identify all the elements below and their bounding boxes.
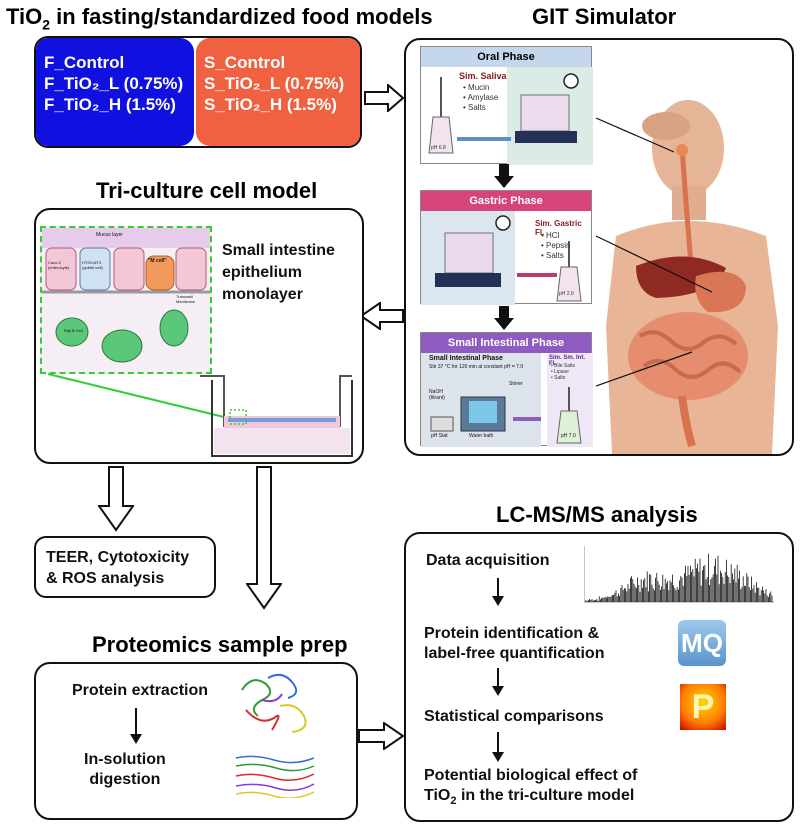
intestinal-ph-label: pH 7.0 xyxy=(561,433,576,439)
assays-text: TEER, Cytotoxicity & ROS analysis xyxy=(46,549,190,587)
gastric-phase-header: Gastric Phase xyxy=(421,191,591,211)
lcms-title: LC-MS/MS analysis xyxy=(496,502,698,527)
arrow-proteomics-to-lcms xyxy=(358,722,404,750)
intestinal-fluid-label: Sim. Sm. Int. Fl. xyxy=(549,355,586,367)
human-digestive-tract-illustration xyxy=(596,100,778,454)
arrow-lcms-2 xyxy=(492,668,504,696)
data-acquisition-step: Data acquisition xyxy=(426,552,550,569)
cell-model-illustration xyxy=(42,228,210,363)
stirrer-label: Stirrer xyxy=(509,381,523,387)
arrow-gastric-to-intestinal xyxy=(494,306,514,330)
proteomics-panel xyxy=(34,662,358,820)
intestinal-stir-note: Stir 37 °C for 120 min at constant pH = … xyxy=(429,364,524,370)
ph-stat-label: pH Stat xyxy=(431,433,448,439)
naoh-label: NaOH (titrant) xyxy=(429,389,445,401)
arrow-food-to-git xyxy=(364,84,404,112)
intestinal-phase-header: Small Intestinal Phase xyxy=(421,333,591,353)
git-simulator-title: GIT Simulator xyxy=(532,4,677,29)
intestinal-phase: Small Intestinal Phase Small Intestinal … xyxy=(420,332,593,447)
fasting-tio2-high: F_TiO₂_H (1.5%) xyxy=(44,95,176,114)
triculture-title: Tri-culture cell model xyxy=(96,178,318,203)
standardized-tio2-high: S_TiO₂_H (1.5%) xyxy=(204,95,337,114)
arrow-git-to-triculture xyxy=(360,302,404,330)
fasting-models-panel: F_Control F_TiO₂_L (0.75%) F_TiO₂_H (1.5… xyxy=(36,38,194,146)
maxquant-logo: MQ xyxy=(678,620,726,666)
transwell-label: Transwell Membrane xyxy=(176,294,196,304)
protein-extraction-step: Protein extraction xyxy=(72,682,209,699)
food-models-box: F_Control F_TiO₂_L (0.75%) F_TiO₂_H (1.5… xyxy=(34,36,362,148)
gastric-fluid-label: Sim. Gastric Fl. xyxy=(535,219,582,237)
arrow-lcms-3 xyxy=(492,732,504,762)
oral-fluid-label: Sim. Saliva xyxy=(459,71,507,81)
biological-effect-step: Potential biological effect of TiO2 in t… xyxy=(424,767,638,808)
oral-phase-illustration: pH 6.8 xyxy=(428,67,593,165)
water-bath-label: Water bath xyxy=(469,433,494,439)
gastric-ph-label: pH 2.0 xyxy=(559,291,574,297)
arrow-lcms-1 xyxy=(492,578,504,606)
mass-spectrum-icon xyxy=(584,546,774,603)
arrow-triculture-to-proteomics xyxy=(246,466,282,610)
oral-fluid-items: • Mucin• Amylase• Salts xyxy=(463,83,499,112)
standardized-control: S_Control xyxy=(204,53,286,72)
oral-ph-label: pH 6.8 xyxy=(431,145,446,151)
ht29-label: HT29-MTX (goblet cell) xyxy=(82,260,103,270)
mucus-layer-label: Mucus layer xyxy=(96,232,123,238)
fasting-tio2-low: F_TiO₂_L (0.75%) xyxy=(44,74,184,93)
transwell-insert xyxy=(47,373,353,457)
protein-structure-icon xyxy=(241,673,307,733)
m-cell-label: "M cell" xyxy=(148,258,167,264)
perseus-logo: P xyxy=(680,684,726,730)
fasting-control: F_Control xyxy=(44,53,125,72)
proteomics-title: Proteomics sample prep xyxy=(92,632,348,657)
protein-identification-step: Protein identification & label-free quan… xyxy=(424,625,605,662)
caco2-label: Caco-2 (enterocyte) xyxy=(48,260,70,270)
digestion-step: In-solution digestion xyxy=(84,751,166,788)
intestinal-phase-illustration xyxy=(421,353,593,447)
oral-phase: Oral Phase Sim. Saliva • Mucin• Amylase•… xyxy=(420,46,593,165)
triculture-caption: Small intestine epithelium monolayer xyxy=(222,242,335,303)
peptide-lines-icon xyxy=(235,755,315,798)
standardized-models-panel: S_Control S_TiO₂_L (0.75%) S_TiO₂_H (1.5… xyxy=(196,38,360,146)
assays-box: TEER, Cytotoxicity & ROS analysis xyxy=(34,536,216,598)
intestinal-fluid-items: • Bile Salts• Lipase• Salts xyxy=(551,363,575,381)
standardized-tio2-low: S_TiO₂_L (0.75%) xyxy=(204,74,345,93)
food-models-title: TiO2 in fasting/standardized food models xyxy=(6,4,433,33)
arrow-extraction-to-digestion xyxy=(130,708,142,744)
arrow-triculture-to-assays xyxy=(98,466,134,532)
cell-model-inset: Mucus layer Caco-2 (enterocyte) HT29-MTX… xyxy=(40,226,212,374)
gastric-phase-illustration xyxy=(421,211,582,305)
raji-label: Raji B Cell xyxy=(64,328,83,333)
oral-phase-header: Oral Phase xyxy=(421,47,591,67)
gastric-phase: Gastric Phase Sim. Gastric Fl. • HCl• Pe… xyxy=(420,190,592,305)
arrow-oral-to-gastric xyxy=(494,164,514,188)
gastric-fluid-items: • HCl• Pepsin• Salts xyxy=(541,231,571,260)
intestinal-inner-title: Small Intestinal Phase xyxy=(429,355,503,362)
statistical-comparisons-step: Statistical comparisons xyxy=(424,708,604,725)
